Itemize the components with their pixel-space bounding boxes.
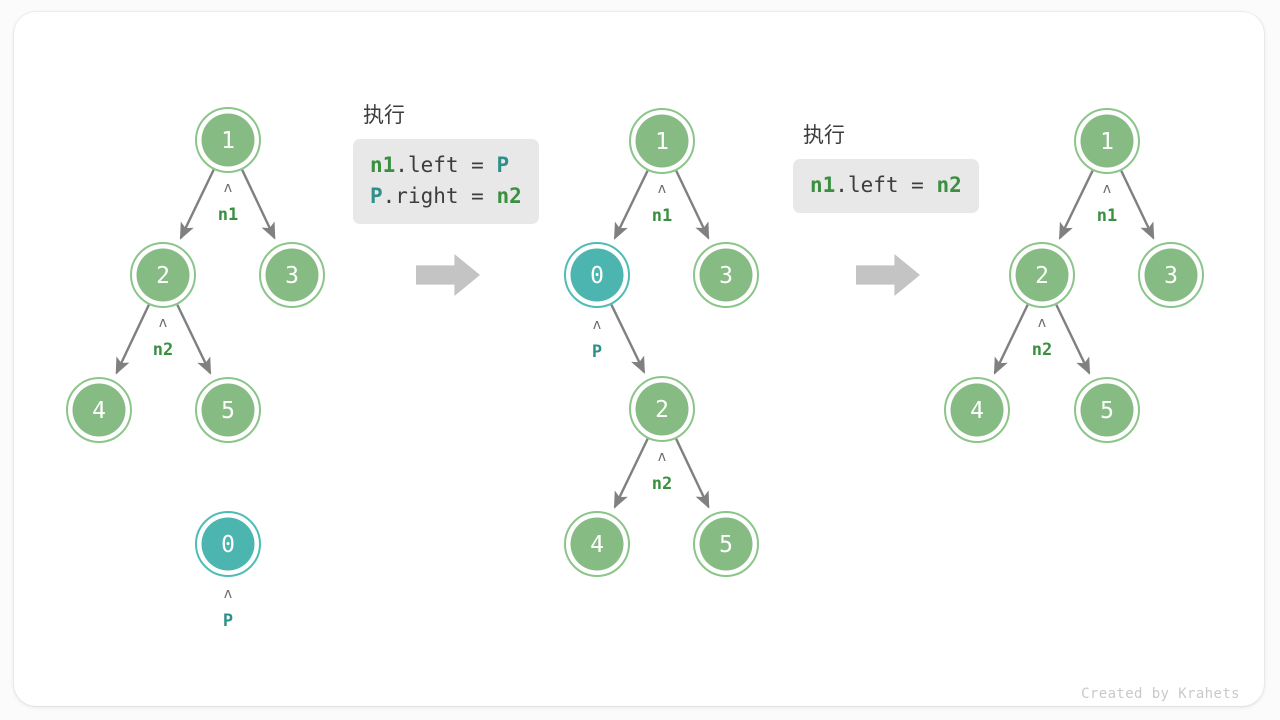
pointer-label: n2 (153, 340, 173, 360)
tree-node-value: 5 (221, 398, 235, 424)
tree-edge (179, 169, 215, 240)
tree-nodes: 1 2 3 4 5 0 1 0 3 2 4 5 1 2 3 4 5 (66, 107, 1204, 577)
tree-node-value: 2 (156, 263, 170, 289)
tree-node[interactable]: 1 (1074, 108, 1140, 174)
tree-edge (176, 304, 212, 375)
tree-node[interactable]: 3 (1138, 242, 1204, 308)
code-token: P (370, 184, 383, 208)
code-token: = (458, 184, 497, 208)
tree-edge (675, 438, 710, 509)
tree-node-value: 4 (970, 398, 984, 424)
pointer-label: n2 (652, 474, 672, 494)
tree-edge (1055, 304, 1091, 375)
tree-edge (1120, 170, 1155, 240)
code-token: .right (382, 184, 459, 208)
step-transition-arrows (416, 254, 920, 296)
tree-edge (241, 169, 276, 240)
pointer-label-group: ʌ n1 (652, 181, 672, 226)
pointer-label: n2 (1032, 340, 1052, 360)
tree-node[interactable]: 5 (1074, 377, 1140, 443)
code-line: n1.left = n2 (810, 170, 962, 201)
step-title: 执行 (363, 104, 405, 127)
tree-node[interactable]: 0 (195, 511, 261, 577)
tree-node-value: 5 (719, 532, 733, 558)
caret-icon: ʌ (593, 317, 601, 333)
caret-icon: ʌ (159, 315, 167, 331)
code-token: = (458, 153, 497, 177)
code-token: .left (835, 173, 899, 197)
tree-node-value: 0 (590, 263, 604, 289)
tree-edge (613, 438, 649, 509)
caret-icon: ʌ (224, 586, 232, 602)
tree-node[interactable]: 4 (944, 377, 1010, 443)
caret-icon: ʌ (658, 449, 666, 465)
caret-icon: ʌ (1038, 315, 1046, 331)
tree-edge (993, 304, 1029, 375)
tree-node-value: 4 (92, 398, 106, 424)
pointer-label-group: ʌ n1 (1097, 181, 1117, 226)
code-token: .left (395, 153, 459, 177)
tree-edge (1058, 170, 1094, 240)
code-token: n2 (496, 184, 522, 208)
pointer-label: P (223, 611, 233, 631)
tree-node[interactable]: 5 (195, 377, 261, 443)
tree-node[interactable]: 4 (564, 511, 630, 577)
step-title: 执行 (803, 124, 845, 147)
code-token: P (496, 153, 510, 177)
pointer-label: n1 (1097, 206, 1117, 226)
code-token: n2 (936, 173, 962, 197)
code-token: n1 (810, 173, 836, 197)
tree-node-value: 1 (221, 128, 235, 154)
code-line: n1.left = P (370, 150, 522, 181)
tree-node[interactable]: 0 (564, 242, 630, 308)
tree-node-value: 4 (590, 532, 604, 558)
pointer-label-group: ʌ n2 (1032, 315, 1052, 360)
tree-node[interactable]: 2 (629, 376, 695, 442)
tree-node-value: 3 (1164, 263, 1178, 289)
code-line: P.right = n2 (370, 181, 522, 212)
tree-node-value: 0 (221, 532, 235, 558)
attribution-footer: Created by Krahets (1081, 686, 1240, 702)
block-arrow-1 (416, 254, 480, 296)
tree-node[interactable]: 4 (66, 377, 132, 443)
tree-edge (613, 170, 649, 240)
code-token: n1 (370, 153, 396, 177)
caret-icon: ʌ (658, 181, 666, 197)
pointer-label-group: ʌP (592, 317, 602, 362)
tree-node[interactable]: 1 (195, 107, 261, 173)
code-snippet-box: n1.left = n2 (793, 159, 979, 213)
pointer-label-group: ʌ n2 (153, 315, 173, 360)
tree-edge (675, 170, 710, 240)
tree-node[interactable]: 2 (1009, 242, 1075, 308)
pointer-label: n1 (218, 205, 238, 225)
tree-node[interactable]: 3 (693, 242, 759, 308)
tree-node[interactable]: 2 (130, 242, 196, 308)
tree-node-value: 2 (1035, 263, 1049, 289)
pointer-label-group: ʌ n2 (652, 449, 672, 494)
block-arrow-2 (856, 254, 920, 296)
tree-node-value: 1 (655, 129, 669, 155)
tree-edge (610, 304, 646, 374)
tree-node-value: 3 (719, 263, 733, 289)
tree-edge (115, 304, 150, 375)
caret-icon: ʌ (224, 180, 232, 196)
tree-node[interactable]: 1 (629, 108, 695, 174)
tree-node[interactable]: 5 (693, 511, 759, 577)
pointer-label: P (592, 342, 602, 362)
tree-node-value: 1 (1100, 129, 1114, 155)
tree-node-value: 5 (1100, 398, 1114, 424)
pointer-label: n1 (652, 206, 672, 226)
tree-node-value: 2 (655, 397, 669, 423)
caret-icon: ʌ (1103, 181, 1111, 197)
tree-edges (115, 169, 1155, 509)
code-token: = (898, 173, 937, 197)
tree-node[interactable]: 3 (259, 242, 325, 308)
pointer-label-group: ʌP (223, 586, 233, 631)
pointer-label-group: ʌ n1 (218, 180, 238, 225)
tree-node-value: 3 (285, 263, 299, 289)
